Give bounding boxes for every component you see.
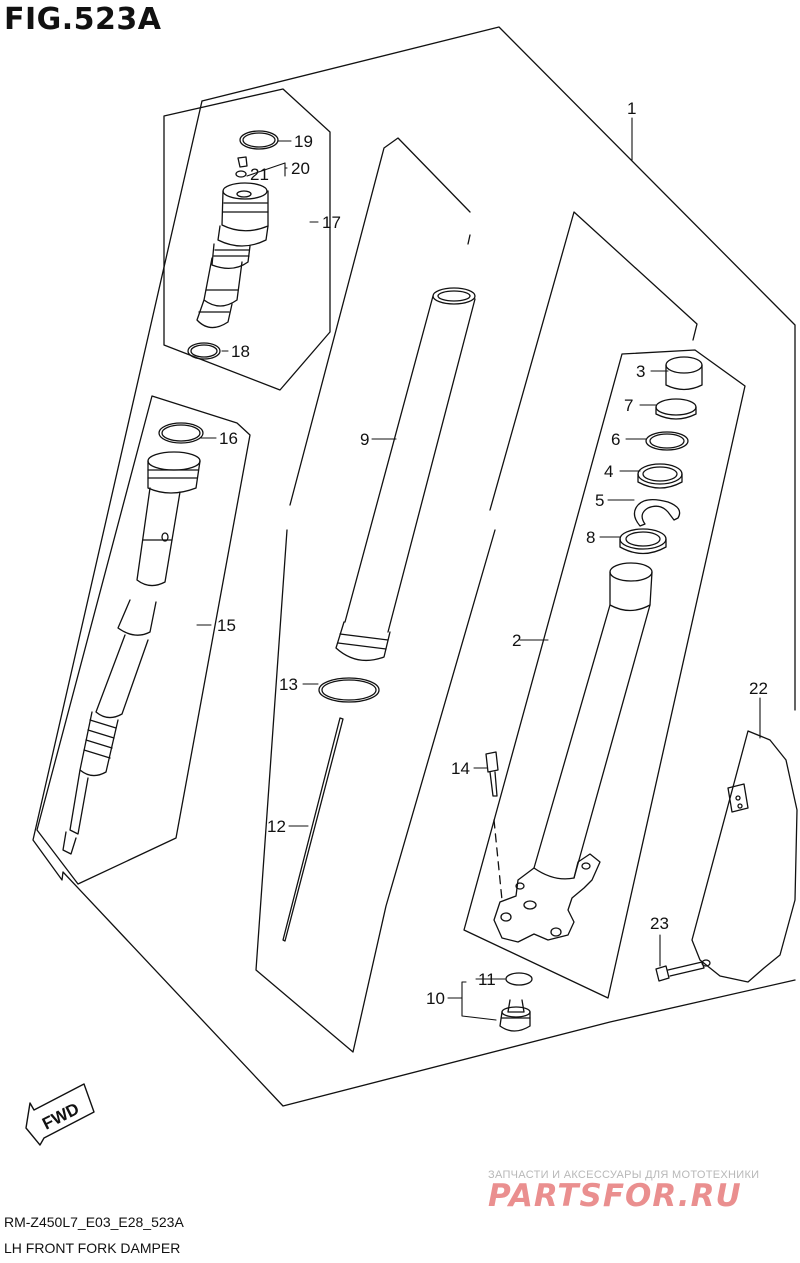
- part-18-o-ring-inner: [190, 344, 218, 358]
- callout-2: 2: [512, 631, 521, 650]
- leader-lines: [196, 117, 761, 1021]
- part-21-screw: [237, 156, 248, 168]
- part-14-leader-dash: [493, 819, 503, 901]
- diagram-description: LH FRONT FORK DAMPER: [4, 1240, 181, 1256]
- assembly-outline-1-lower: [32, 100, 796, 1107]
- part-10-drain-bolt: [499, 999, 531, 1032]
- watermark-tagline: ЗАПЧАСТИ И АКСЕССУАРЫ ДЛЯ МОТОТЕХНИКИ: [488, 1169, 760, 1181]
- assembly-outline-1: [201, 26, 796, 711]
- group-outline-2-b: [463, 349, 746, 999]
- part-6-washer: [645, 431, 689, 451]
- part-2-inner-tube: [493, 562, 653, 943]
- group-outline-2: [489, 211, 698, 511]
- callout-19: 19: [294, 132, 313, 151]
- part-5-circlip: [633, 498, 681, 527]
- callout-1: 1: [627, 99, 636, 118]
- part-20-washer: [235, 170, 247, 178]
- part-3-bushing: [665, 356, 703, 391]
- part-14-bolt: [485, 751, 499, 797]
- callout-16: 16: [219, 429, 238, 448]
- callout-8: 8: [586, 528, 595, 547]
- group-outline-9-gap: [467, 234, 471, 245]
- part-12-rod: [282, 717, 344, 942]
- group-outline-17: [163, 88, 331, 391]
- part-4-oil-seal: [637, 463, 683, 489]
- callout-18: 18: [231, 342, 250, 361]
- callout-10: 10: [426, 989, 445, 1008]
- part-13-o-ring: [318, 677, 380, 703]
- callout-11: 11: [478, 970, 496, 989]
- figure-title: FIG.523A: [4, 2, 162, 37]
- group-outline-15: [36, 395, 251, 885]
- callout-3: 3: [636, 362, 645, 381]
- callout-13: 13: [279, 675, 298, 694]
- part-13-o-ring-inner: [321, 679, 377, 701]
- part-15-damper-rod: [62, 451, 201, 855]
- callout-5: 5: [595, 491, 604, 510]
- part-11-o-ring: [505, 972, 533, 986]
- part-16-o-ring: [158, 422, 204, 444]
- callout-22: 22: [749, 679, 768, 698]
- callout-12: 12: [267, 817, 286, 836]
- callout-15: 15: [217, 616, 236, 635]
- part-6-washer-inner: [649, 433, 685, 449]
- part-9-outer-tube: [335, 287, 476, 662]
- part-22-fork-guard: [691, 730, 798, 983]
- part-18-o-ring: [187, 342, 221, 360]
- part-16-o-ring-inner: [161, 424, 201, 442]
- part-19-o-ring: [239, 130, 279, 150]
- callout-7: 7: [624, 396, 633, 415]
- callout-21: 21: [250, 165, 269, 184]
- part-23-bolt: [655, 959, 711, 982]
- part-19-o-ring-inner: [242, 132, 276, 148]
- callout-23: 23: [650, 914, 669, 933]
- callout-6: 6: [611, 430, 620, 449]
- callout-4: 4: [604, 462, 613, 481]
- part-17-cartridge-head: [196, 182, 269, 329]
- callout-14: 14: [451, 759, 470, 778]
- callout-labels: 1 2 3 7 6 4 5 8 9 10 11 12 13 14 15 16 1…: [217, 99, 768, 1008]
- callout-9: 9: [360, 430, 369, 449]
- part-8-dust-seal: [619, 528, 667, 555]
- watermark-logo: PARTSFOR.RU: [488, 1178, 742, 1214]
- part-7-bushing: [655, 398, 697, 420]
- callout-17: 17: [322, 213, 341, 232]
- callout-20: 20: [291, 159, 310, 178]
- group-outline-9-lower: [255, 529, 496, 1053]
- group-outline-9: [289, 137, 471, 506]
- diagram-code: RM-Z450L7_E03_E28_523A: [4, 1214, 184, 1230]
- fwd-arrow: FWD: [25, 1083, 95, 1146]
